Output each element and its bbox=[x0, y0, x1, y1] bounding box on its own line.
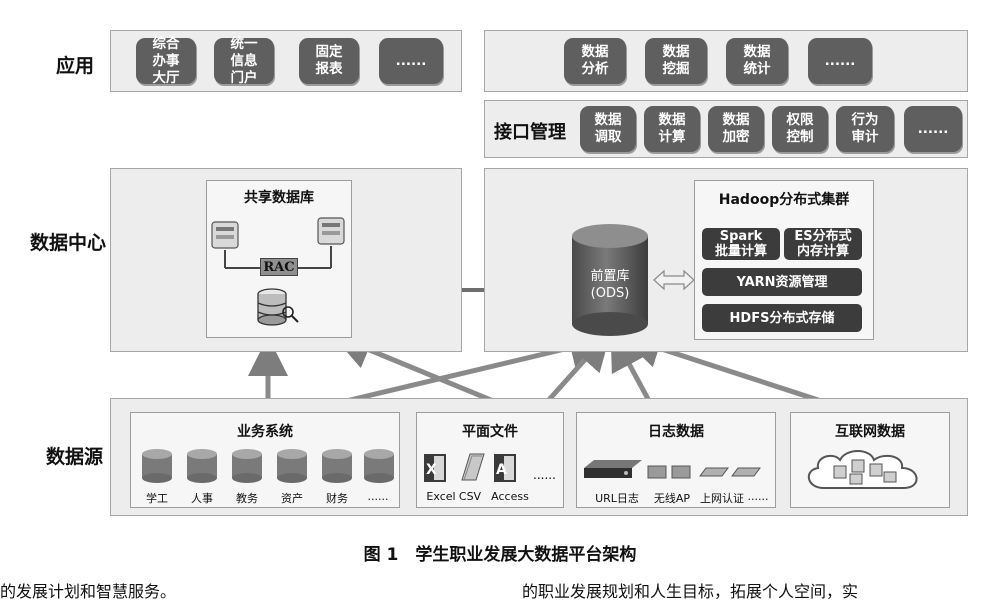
app-right-chip-2: 数据统计 bbox=[726, 38, 788, 84]
db-icon-jiaowu bbox=[232, 449, 262, 483]
layer-label-interface: 接口管理 bbox=[494, 122, 566, 143]
ods-label-line1: 前置库 bbox=[590, 269, 630, 284]
file-icons: X A bbox=[424, 453, 516, 482]
spark-line1: Spark bbox=[719, 229, 763, 244]
router-icon bbox=[584, 460, 642, 478]
csv-icon bbox=[461, 453, 485, 481]
files-item-1: CSV bbox=[458, 490, 482, 503]
server-icon-right bbox=[317, 217, 345, 245]
files-item-2: Access bbox=[491, 490, 529, 503]
db-icon-caiwu bbox=[322, 449, 352, 483]
business-item-4: 财务 bbox=[326, 492, 348, 505]
app-chip-0: 综合办事大厅 bbox=[136, 36, 196, 86]
business-item-3: 资产 bbox=[281, 492, 303, 505]
db-icon-zichan bbox=[277, 449, 307, 483]
business-title: 业务系统 bbox=[237, 424, 293, 440]
cloud-icon bbox=[808, 450, 918, 489]
es-line1: ES分布式 bbox=[794, 229, 852, 244]
app-chip-1: 统一信息门户 bbox=[214, 36, 274, 86]
app-chip-3: ...... bbox=[379, 38, 443, 84]
hadoop-title: Hadoop分布式集群 bbox=[718, 192, 850, 208]
body-text-right: 的职业发展规划和人生目标，拓展个人空间，实 bbox=[522, 582, 859, 601]
files-title: 平面文件 bbox=[462, 424, 518, 440]
interface-chip-3: 权限控制 bbox=[772, 106, 828, 152]
business-item-1: 人事 bbox=[191, 492, 213, 505]
shared-db-graphic bbox=[211, 217, 345, 326]
yarn-bar: YARN资源管理 bbox=[702, 268, 862, 296]
ods-cylinder bbox=[572, 224, 648, 336]
ap-icon-1 bbox=[647, 465, 667, 479]
interface-chip-2: 数据加密 bbox=[708, 106, 764, 152]
rac-label: RAC bbox=[260, 258, 298, 276]
logs-more: ...... bbox=[747, 490, 769, 503]
interface-chip-5: ...... bbox=[904, 106, 962, 152]
body-text-left: 的发展计划和智慧服务。 bbox=[0, 582, 177, 601]
logs-item-0: URL日志 bbox=[595, 492, 639, 505]
es-box: ES分布式 内存计算 bbox=[784, 228, 862, 260]
business-db-icons bbox=[142, 449, 394, 483]
layer-label-app: 应用 bbox=[56, 55, 95, 77]
business-item-0: 学工 bbox=[146, 492, 168, 505]
business-box: 业务系统 bbox=[130, 412, 400, 508]
app-right-chip-1: 数据挖掘 bbox=[645, 38, 707, 84]
logs-title: 日志数据 bbox=[648, 424, 704, 440]
switch-icon-2 bbox=[731, 467, 761, 477]
hdfs-bar: HDFS分布式存储 bbox=[702, 304, 862, 332]
ods-label-line2: (ODS) bbox=[590, 286, 630, 301]
svg-text:X: X bbox=[426, 462, 437, 478]
app-right-chip-3: ...... bbox=[808, 38, 872, 84]
interface-chip-0: 数据调取 bbox=[580, 106, 636, 152]
interface-chip-1: 数据计算 bbox=[644, 106, 700, 152]
spark-line2: 批量计算 bbox=[714, 244, 767, 259]
internet-title: 互联网数据 bbox=[835, 424, 905, 440]
business-item-2: 教务 bbox=[236, 492, 258, 505]
svg-text:A: A bbox=[496, 462, 507, 478]
ods-label: 前置库 (ODS) bbox=[568, 268, 652, 302]
interface-chip-4: 行为审计 bbox=[836, 106, 894, 152]
log-device-icons bbox=[584, 460, 761, 479]
figure-caption: 图 1 学生职业发展大数据平台架构 bbox=[363, 545, 637, 565]
layer-label-datasource: 数据源 bbox=[46, 446, 104, 468]
cloud-server-cubes bbox=[833, 459, 897, 485]
excel-icon: X bbox=[424, 454, 446, 482]
ap-icon-2 bbox=[671, 465, 691, 479]
app-chip-2: 固定报表 bbox=[299, 38, 359, 84]
server-icon-left bbox=[211, 221, 239, 249]
shared-db-title: 共享数据库 bbox=[244, 190, 314, 206]
ods-hadoop-double-arrow bbox=[653, 269, 695, 291]
access-icon: A bbox=[494, 454, 516, 482]
logs-item-2: 上网认证 bbox=[700, 492, 744, 505]
business-item-5: ...... bbox=[367, 490, 389, 503]
database-stack-icon bbox=[257, 288, 299, 326]
layer-label-datacenter: 数据中心 bbox=[30, 232, 107, 254]
db-icon-xuegong bbox=[142, 449, 172, 483]
switch-icon-1 bbox=[699, 467, 729, 477]
app-right-chip-0: 数据分析 bbox=[564, 38, 626, 84]
es-line2: 内存计算 bbox=[796, 244, 849, 259]
files-more: ...... bbox=[533, 468, 556, 482]
spark-box: Spark 批量计算 bbox=[702, 228, 780, 260]
db-icon-more bbox=[364, 449, 394, 483]
logs-item-1: 无线AP bbox=[653, 492, 691, 505]
db-icon-renshi bbox=[187, 449, 217, 483]
files-item-0: Excel bbox=[426, 490, 456, 503]
